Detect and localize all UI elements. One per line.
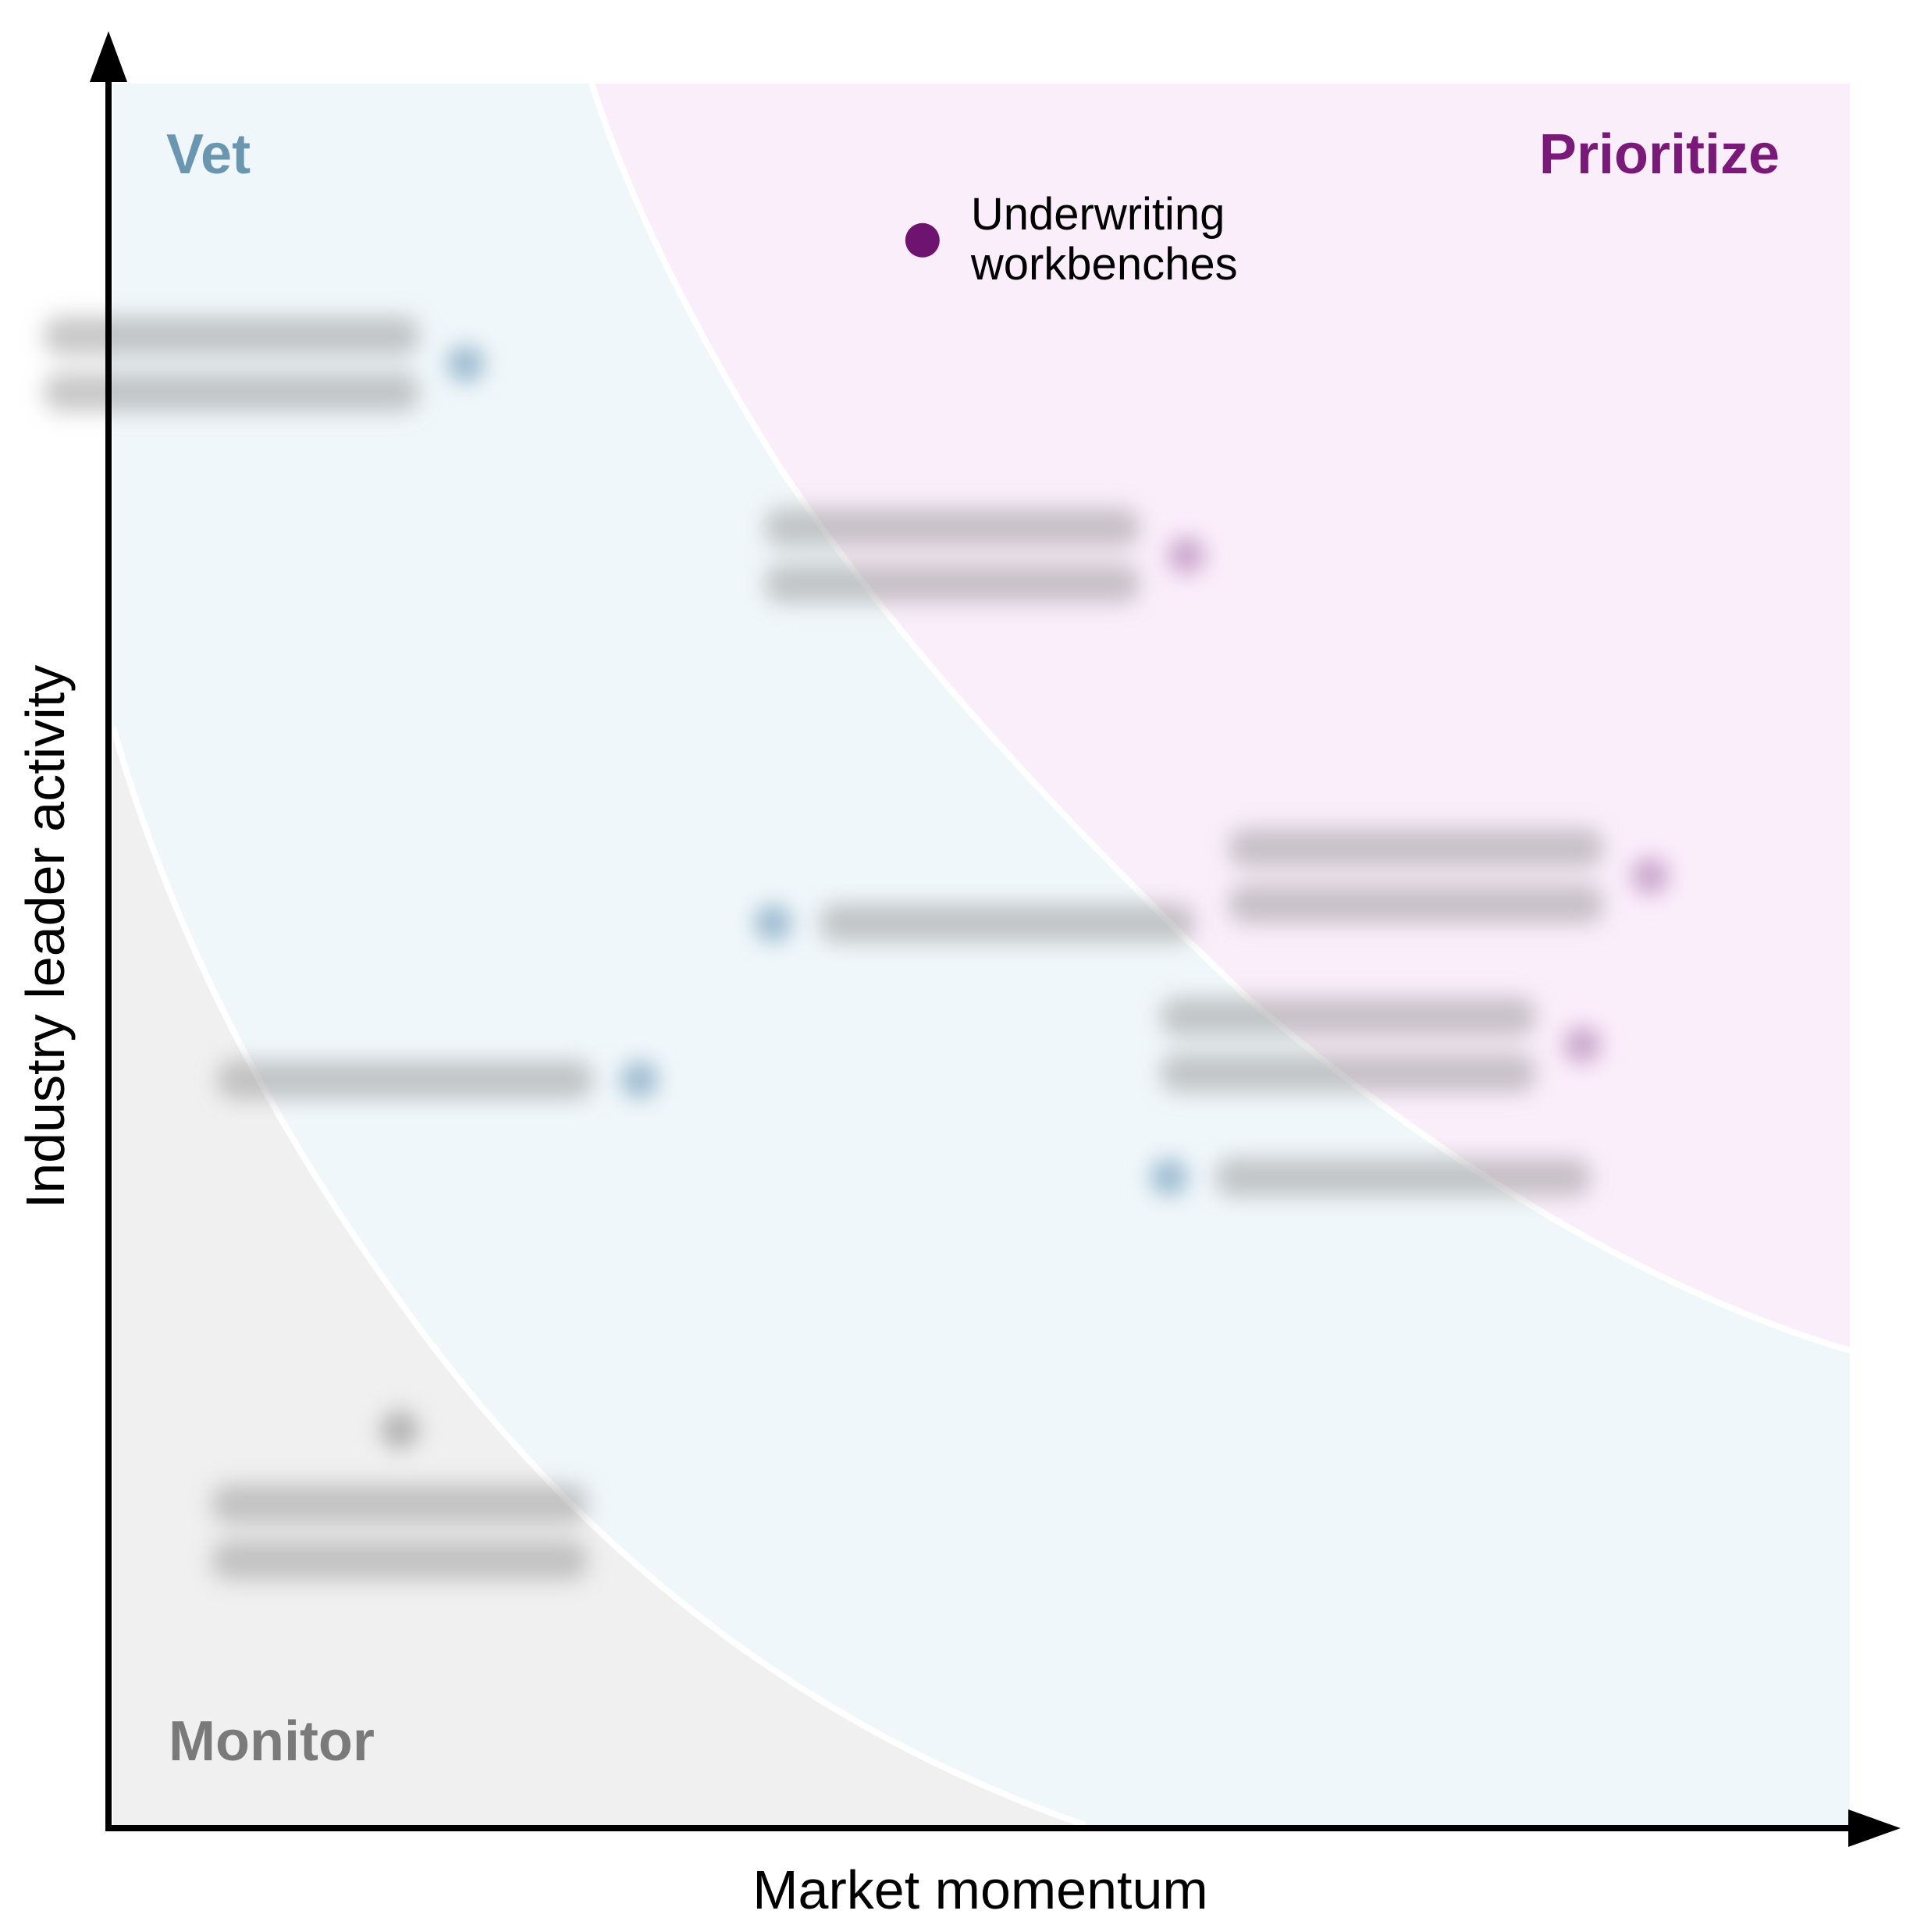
monitor-boundary <box>110 726 1086 1828</box>
data-point-label: Underwriting <box>971 189 1225 240</box>
blurred-point-label <box>765 564 1140 603</box>
data-point <box>1563 1026 1602 1064</box>
y-axis-arrow-icon <box>90 31 127 82</box>
blurred-point-label <box>44 316 419 356</box>
blurred-point-label <box>218 1060 593 1100</box>
data-point <box>381 1411 419 1449</box>
data-point <box>1150 1158 1188 1197</box>
prioritize-zone <box>592 84 1850 1350</box>
x-axis-label: Market momentum <box>752 1859 1207 1920</box>
x-axis-arrow-icon <box>1848 1809 1901 1847</box>
data-point-group <box>218 1060 659 1100</box>
data-point-group <box>44 316 485 412</box>
blurred-point-label <box>1215 1158 1591 1197</box>
data-point-group <box>765 507 1206 603</box>
blurred-point-label <box>1161 1053 1536 1093</box>
blurred-point-label <box>765 507 1140 547</box>
blurred-point-label <box>1161 997 1536 1037</box>
data-point <box>905 222 940 258</box>
blurred-point-label <box>212 1484 588 1524</box>
data-point-group <box>1229 828 1670 924</box>
zone-label-prioritize: Prioritize <box>1539 123 1780 186</box>
blurred-point-label <box>1229 884 1604 924</box>
blurred-point-label <box>820 903 1195 943</box>
data-point <box>754 904 792 942</box>
prioritize-boundary <box>589 82 1851 1354</box>
axes <box>90 31 1901 1847</box>
data-point-label: workbenches <box>970 239 1238 290</box>
zone-label-vet: Vet <box>166 123 251 186</box>
blurred-point-label <box>212 1540 588 1580</box>
data-point <box>1168 536 1206 575</box>
data-point <box>1631 857 1670 895</box>
y-axis-label: Industry leader activity <box>15 665 76 1208</box>
zone-label-monitor: Monitor <box>169 1710 375 1773</box>
data-point-group <box>212 1411 588 1580</box>
data-point-group <box>1161 997 1602 1093</box>
data-point-group <box>754 903 1195 943</box>
data-point-group <box>1150 1158 1591 1197</box>
data-point <box>621 1061 659 1099</box>
blurred-point-label <box>1229 828 1604 868</box>
data-point <box>446 345 485 383</box>
blurred-point-label <box>44 372 419 412</box>
